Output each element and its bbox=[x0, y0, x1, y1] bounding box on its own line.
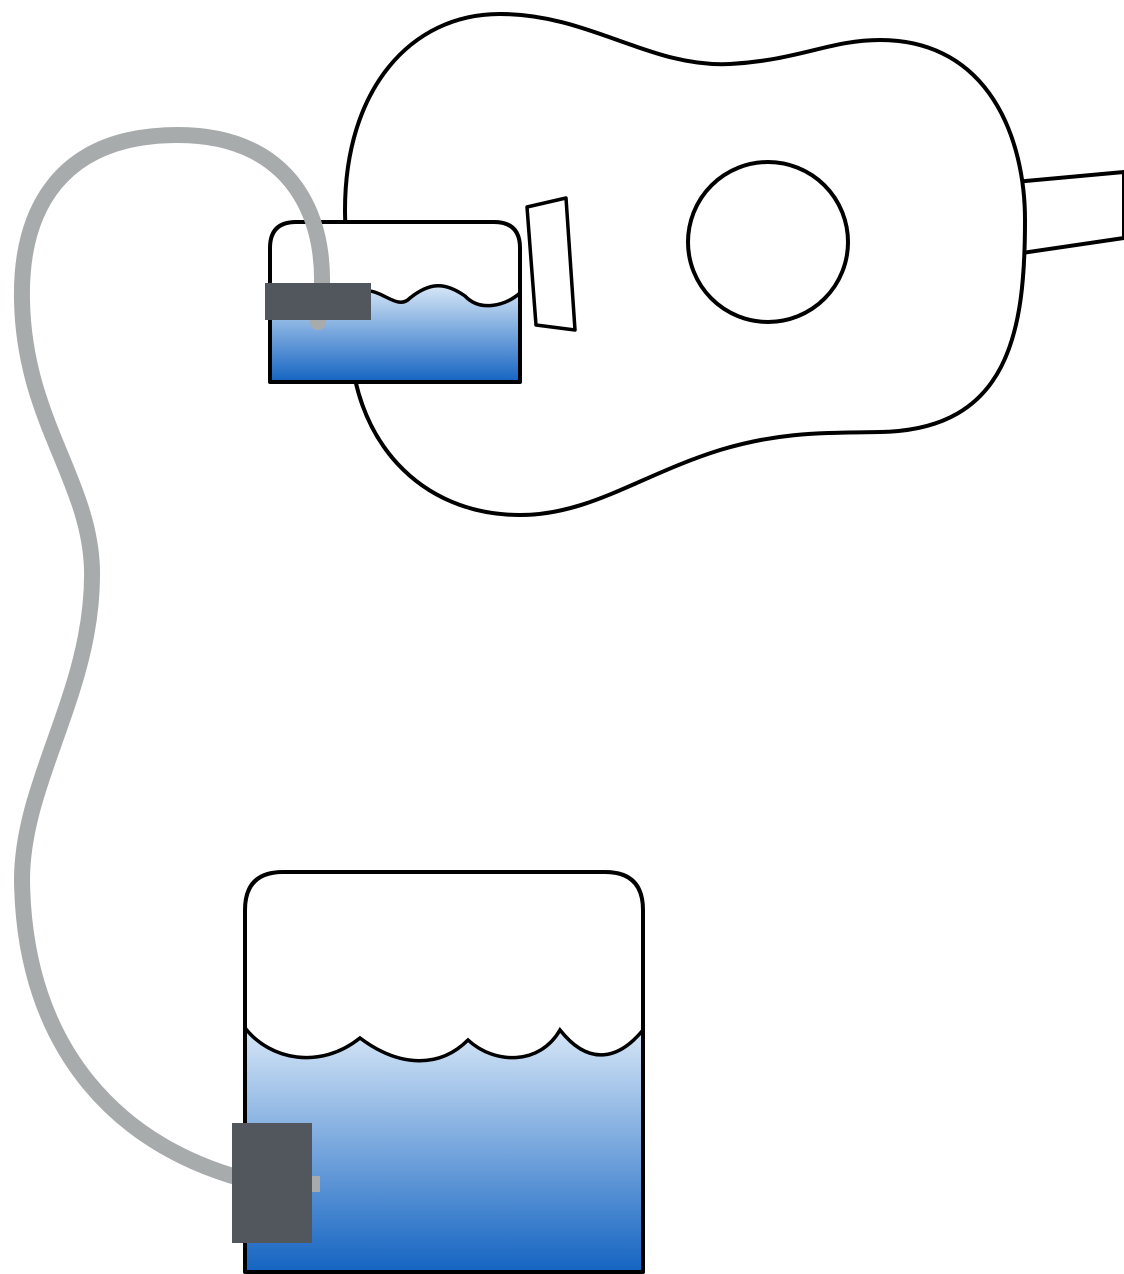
small-reservoir-clamp bbox=[265, 283, 371, 320]
guitar-bridge bbox=[525, 196, 577, 332]
guitar-neck bbox=[1013, 170, 1124, 256]
sound-hole bbox=[686, 160, 850, 324]
large-water-reservoir bbox=[243, 870, 645, 1274]
large-reservoir-water bbox=[245, 1028, 643, 1272]
large-reservoir-clamp bbox=[232, 1123, 312, 1243]
